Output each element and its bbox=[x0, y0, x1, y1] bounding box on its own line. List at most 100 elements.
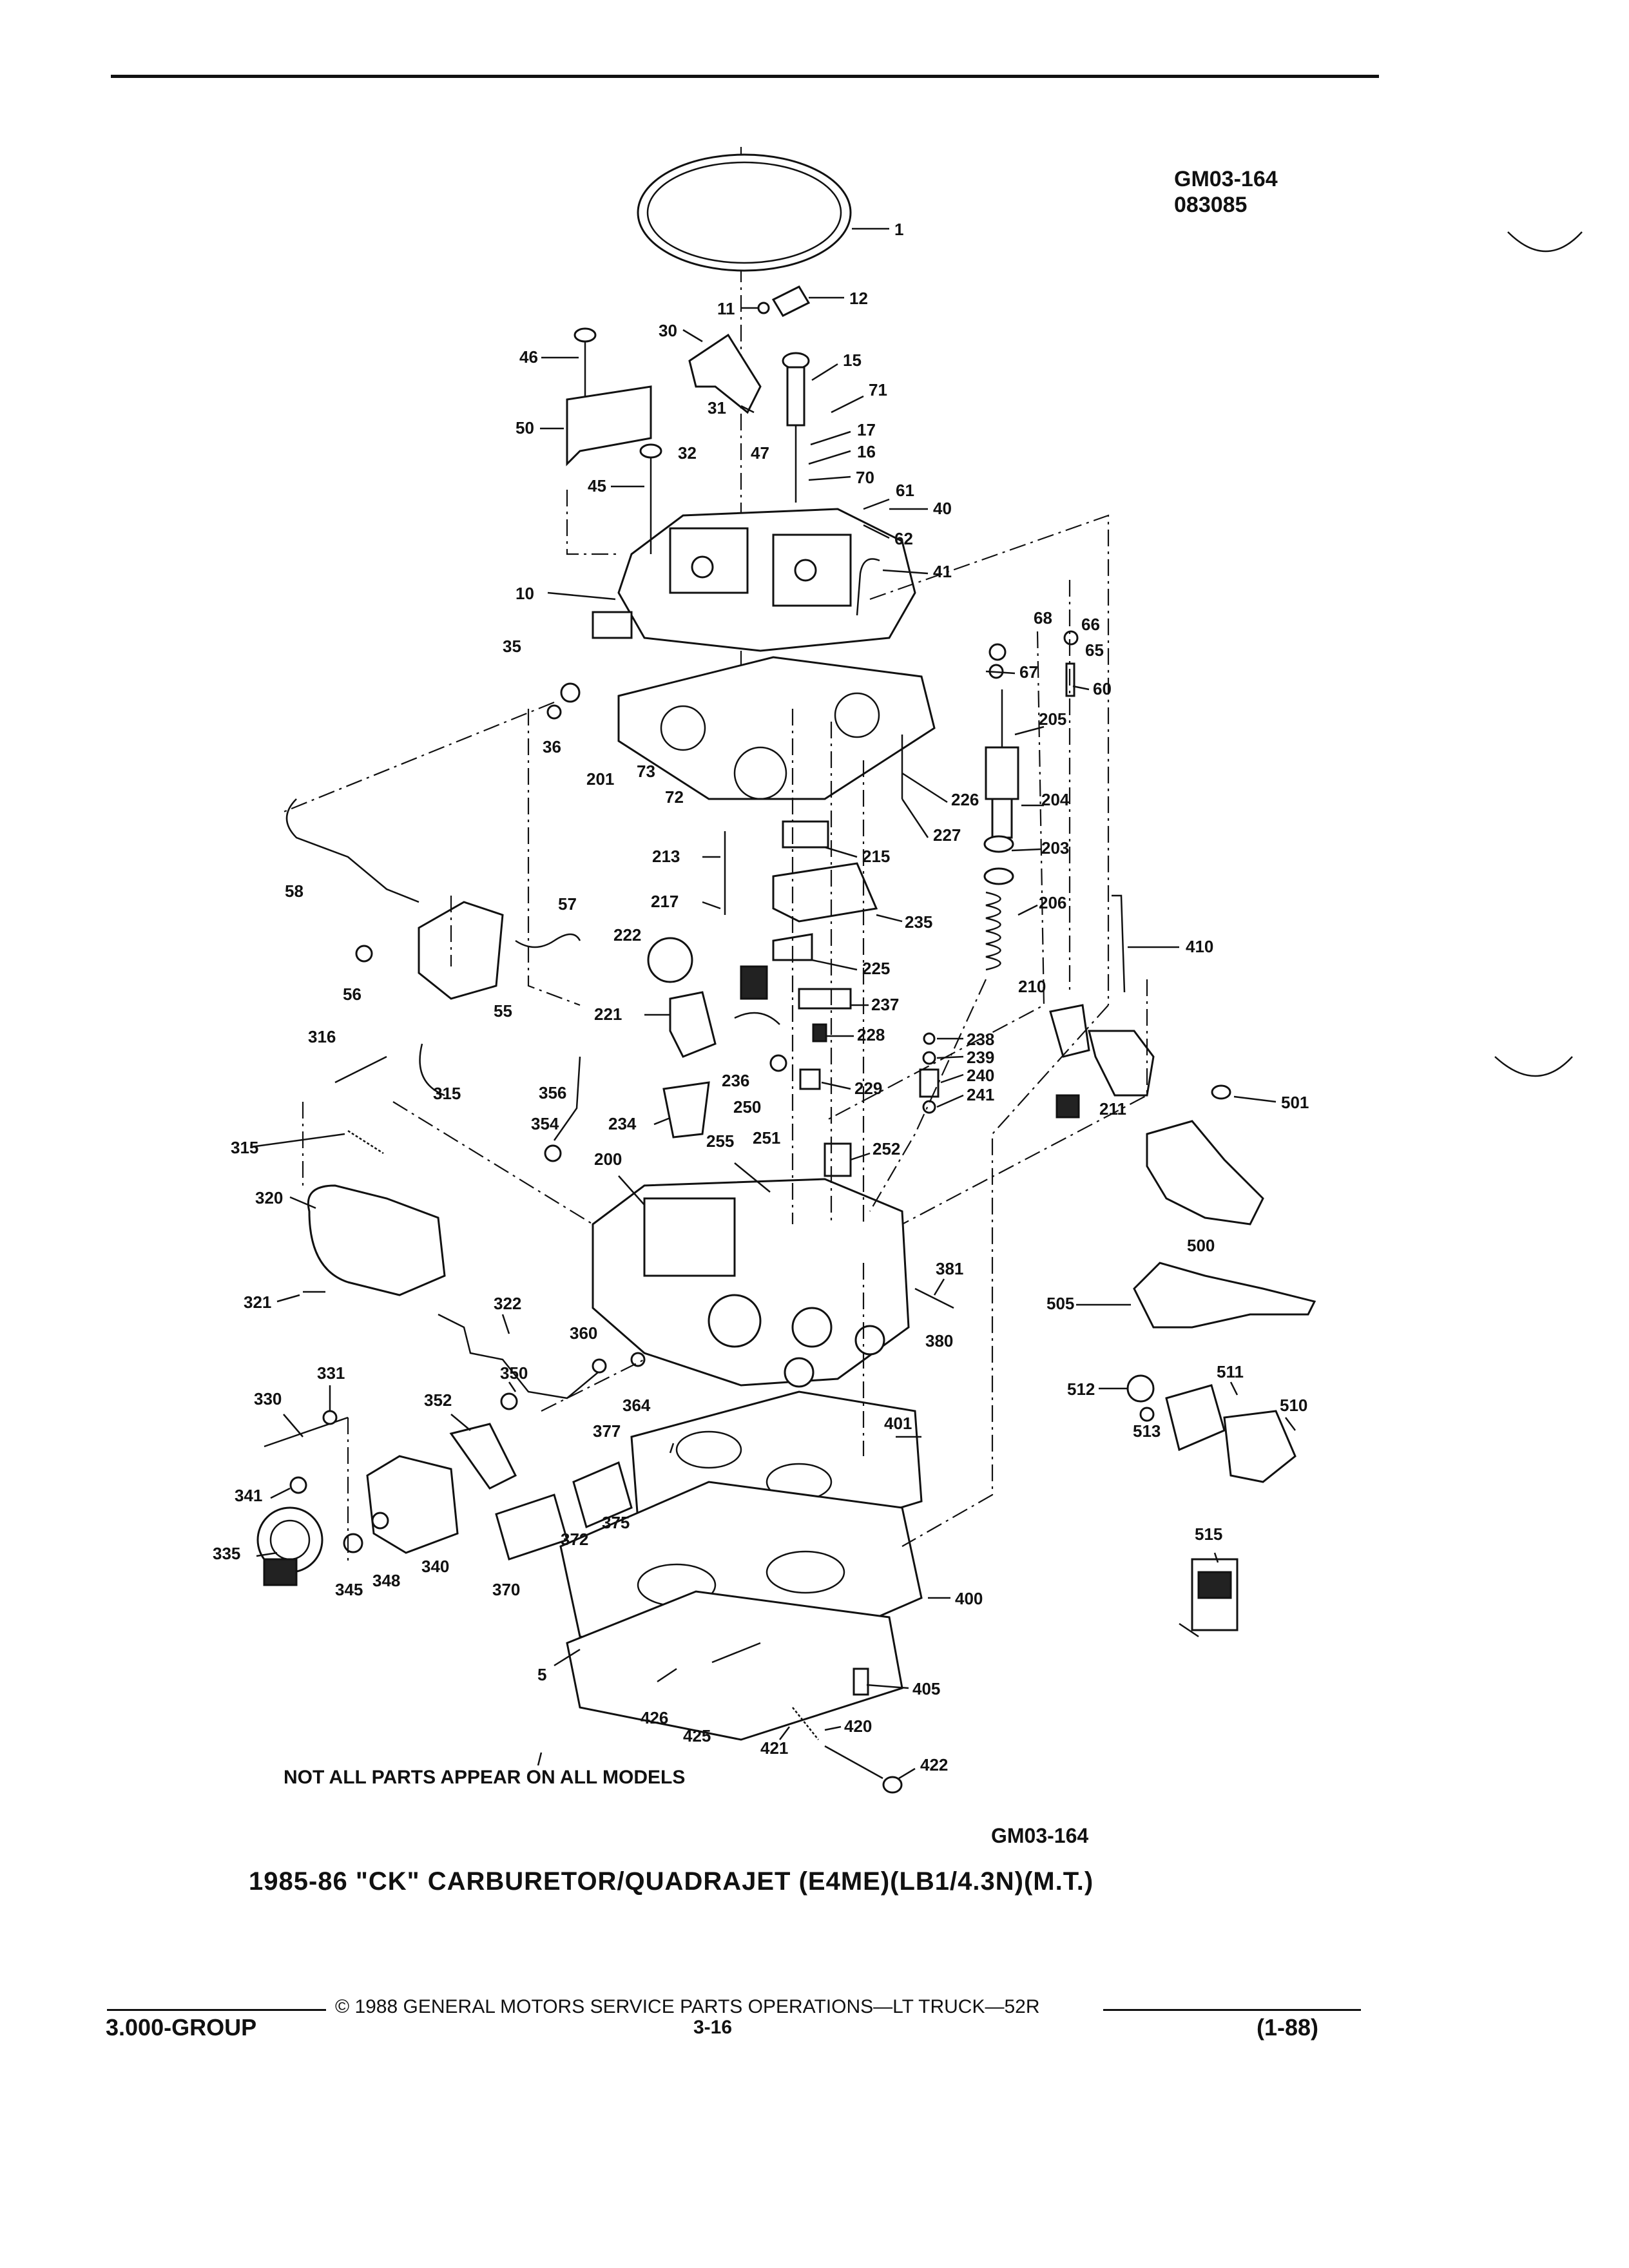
callout-label: 425 bbox=[683, 1726, 711, 1745]
callout-label: 240 bbox=[967, 1066, 994, 1085]
callout-label: 16 bbox=[857, 442, 876, 461]
assembly-line bbox=[824, 631, 1045, 1122]
assembly-line bbox=[541, 1359, 645, 1412]
screw-45-part bbox=[639, 443, 662, 554]
float-bowl-200-part bbox=[592, 1178, 910, 1388]
callout-label: 320 bbox=[255, 1188, 283, 1207]
part-238 bbox=[923, 1032, 936, 1045]
part-66 bbox=[1063, 630, 1079, 646]
callout-label: 239 bbox=[967, 1048, 994, 1067]
callout-label: 348 bbox=[372, 1571, 400, 1590]
callout-label: 370 bbox=[492, 1580, 520, 1599]
screw-36-part bbox=[546, 704, 562, 720]
assembly-line bbox=[901, 1004, 1109, 1547]
part-241 bbox=[922, 1100, 936, 1114]
bracket-511-part bbox=[1165, 1384, 1226, 1452]
callout-label: 341 bbox=[235, 1486, 262, 1505]
callout-label: 211 bbox=[1099, 1099, 1126, 1119]
rod-322-part bbox=[438, 1313, 606, 1399]
part-512 bbox=[1126, 1374, 1155, 1403]
callout-label: 401 bbox=[884, 1414, 912, 1433]
part-513 bbox=[1139, 1407, 1155, 1422]
callout-label: 5 bbox=[537, 1665, 546, 1684]
part-237 bbox=[798, 988, 852, 1010]
callout-label: 65 bbox=[1085, 640, 1104, 660]
callout-label: 17 bbox=[857, 420, 876, 439]
screw-381-part bbox=[914, 1287, 954, 1309]
hose-57-part bbox=[515, 933, 581, 948]
callout-label: 255 bbox=[706, 1131, 734, 1151]
callout-label: 316 bbox=[308, 1027, 336, 1046]
screw-341-part bbox=[289, 1476, 307, 1494]
callout-label: 1 bbox=[894, 220, 903, 239]
callout-label: 340 bbox=[421, 1557, 449, 1576]
callout-label: 201 bbox=[586, 769, 614, 789]
footer-date-code: (1-88) bbox=[1257, 2014, 1319, 2041]
callout-label: 421 bbox=[760, 1738, 788, 1758]
callout-label: 238 bbox=[967, 1030, 994, 1049]
callout-label: 420 bbox=[844, 1716, 872, 1736]
callout-label: 36 bbox=[543, 737, 561, 756]
callout-label: 67 bbox=[1019, 662, 1038, 682]
callout-label: 227 bbox=[933, 825, 961, 845]
callout-label: 12 bbox=[849, 289, 868, 308]
callout-label: 58 bbox=[285, 881, 304, 901]
sensor-370-part bbox=[495, 1494, 568, 1561]
callout-label: 200 bbox=[594, 1149, 622, 1169]
callout-label: 222 bbox=[613, 925, 641, 945]
callout-label: 512 bbox=[1067, 1379, 1095, 1399]
callout-label: 41 bbox=[933, 562, 952, 581]
callout-label: 60 bbox=[1093, 679, 1112, 698]
screw-422-part bbox=[824, 1745, 883, 1780]
callout-label: 410 bbox=[1186, 937, 1213, 956]
callout-label: 205 bbox=[1039, 709, 1066, 729]
callout-label: 62 bbox=[894, 529, 913, 548]
callout-label: 46 bbox=[519, 347, 538, 367]
block-part bbox=[740, 965, 768, 1000]
rod-316-part bbox=[334, 1055, 387, 1084]
bracket-500-part bbox=[1146, 1120, 1264, 1225]
callout-label: 241 bbox=[967, 1085, 994, 1104]
part-350 bbox=[500, 1392, 518, 1410]
callout-label: 71 bbox=[869, 380, 887, 399]
callout-label: 45 bbox=[588, 476, 606, 495]
part-211 bbox=[1055, 1094, 1080, 1119]
leader-lines bbox=[251, 227, 1296, 1780]
ball-11-part bbox=[757, 302, 770, 314]
assembly-line bbox=[566, 490, 619, 555]
callout-label: 213 bbox=[652, 847, 680, 866]
diagram-note: NOT ALL PARTS APPEAR ON ALL MODELS bbox=[284, 1767, 685, 1788]
callout-label: 40 bbox=[933, 499, 952, 518]
callout-label: 360 bbox=[570, 1323, 597, 1343]
diagram-code: GM03-164 bbox=[991, 1824, 1088, 1847]
callout-label: 237 bbox=[871, 995, 899, 1014]
exploded-carburetor-diagram: 1 12 11 30 15 46 71 31 17 50 16 32 47 70… bbox=[213, 147, 1583, 1847]
callout-label: 322 bbox=[494, 1294, 521, 1313]
callout-label: 35 bbox=[503, 637, 521, 656]
assembly-line bbox=[283, 701, 555, 813]
callout-label: 501 bbox=[1281, 1093, 1309, 1112]
part-229 bbox=[799, 1068, 821, 1090]
callout-labels: 1 12 11 30 15 46 71 31 17 50 16 32 47 70… bbox=[213, 220, 1309, 1774]
callout-label: 217 bbox=[651, 892, 679, 911]
callout-label: 422 bbox=[920, 1755, 948, 1774]
gasket-ring-part bbox=[637, 153, 852, 272]
sleeve-375-part bbox=[572, 1461, 633, 1529]
callout-label: 72 bbox=[665, 787, 684, 807]
hose-315-part bbox=[419, 1043, 445, 1097]
callout-label: 225 bbox=[862, 959, 890, 978]
part-348 bbox=[371, 1512, 389, 1530]
callout-label: 515 bbox=[1195, 1524, 1222, 1544]
callout-label: 345 bbox=[335, 1580, 363, 1599]
callout-label: 30 bbox=[659, 321, 677, 340]
part-250 bbox=[769, 1054, 787, 1072]
callout-label: 11 bbox=[717, 299, 735, 318]
part-360 bbox=[592, 1358, 607, 1374]
callout-label: 228 bbox=[857, 1025, 885, 1044]
part-228 bbox=[812, 1023, 827, 1043]
part-68 bbox=[988, 643, 1007, 661]
footer-rule-right bbox=[1103, 2009, 1361, 2011]
screw-56-part bbox=[355, 945, 373, 963]
cup-234-part bbox=[662, 1081, 710, 1139]
callout-label: 50 bbox=[516, 418, 534, 437]
